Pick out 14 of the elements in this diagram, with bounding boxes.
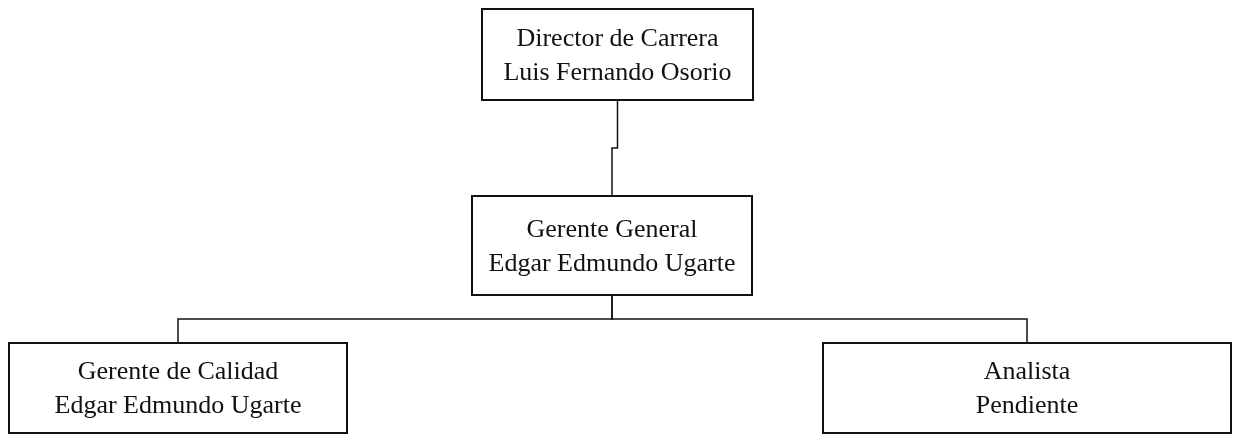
person-name: Edgar Edmundo Ugarte — [488, 246, 736, 279]
role-title: Director de Carrera — [516, 21, 719, 54]
connector-line — [611, 295, 1028, 343]
org-chart-box — [822, 342, 1232, 434]
person-name: Pendiente — [975, 389, 1079, 421]
connector-line — [611, 100, 619, 196]
org-chart-box — [481, 8, 754, 101]
role-title: Analista — [983, 355, 1071, 387]
org-chart-box — [8, 342, 348, 434]
role-title: Gerente de Calidad — [77, 355, 279, 387]
person-name: Luis Fernando Osorio — [503, 55, 732, 88]
role-title: Gerente General — [526, 212, 698, 245]
person-name: Edgar Edmundo Ugarte — [54, 389, 302, 421]
org-chart-box — [471, 195, 753, 296]
